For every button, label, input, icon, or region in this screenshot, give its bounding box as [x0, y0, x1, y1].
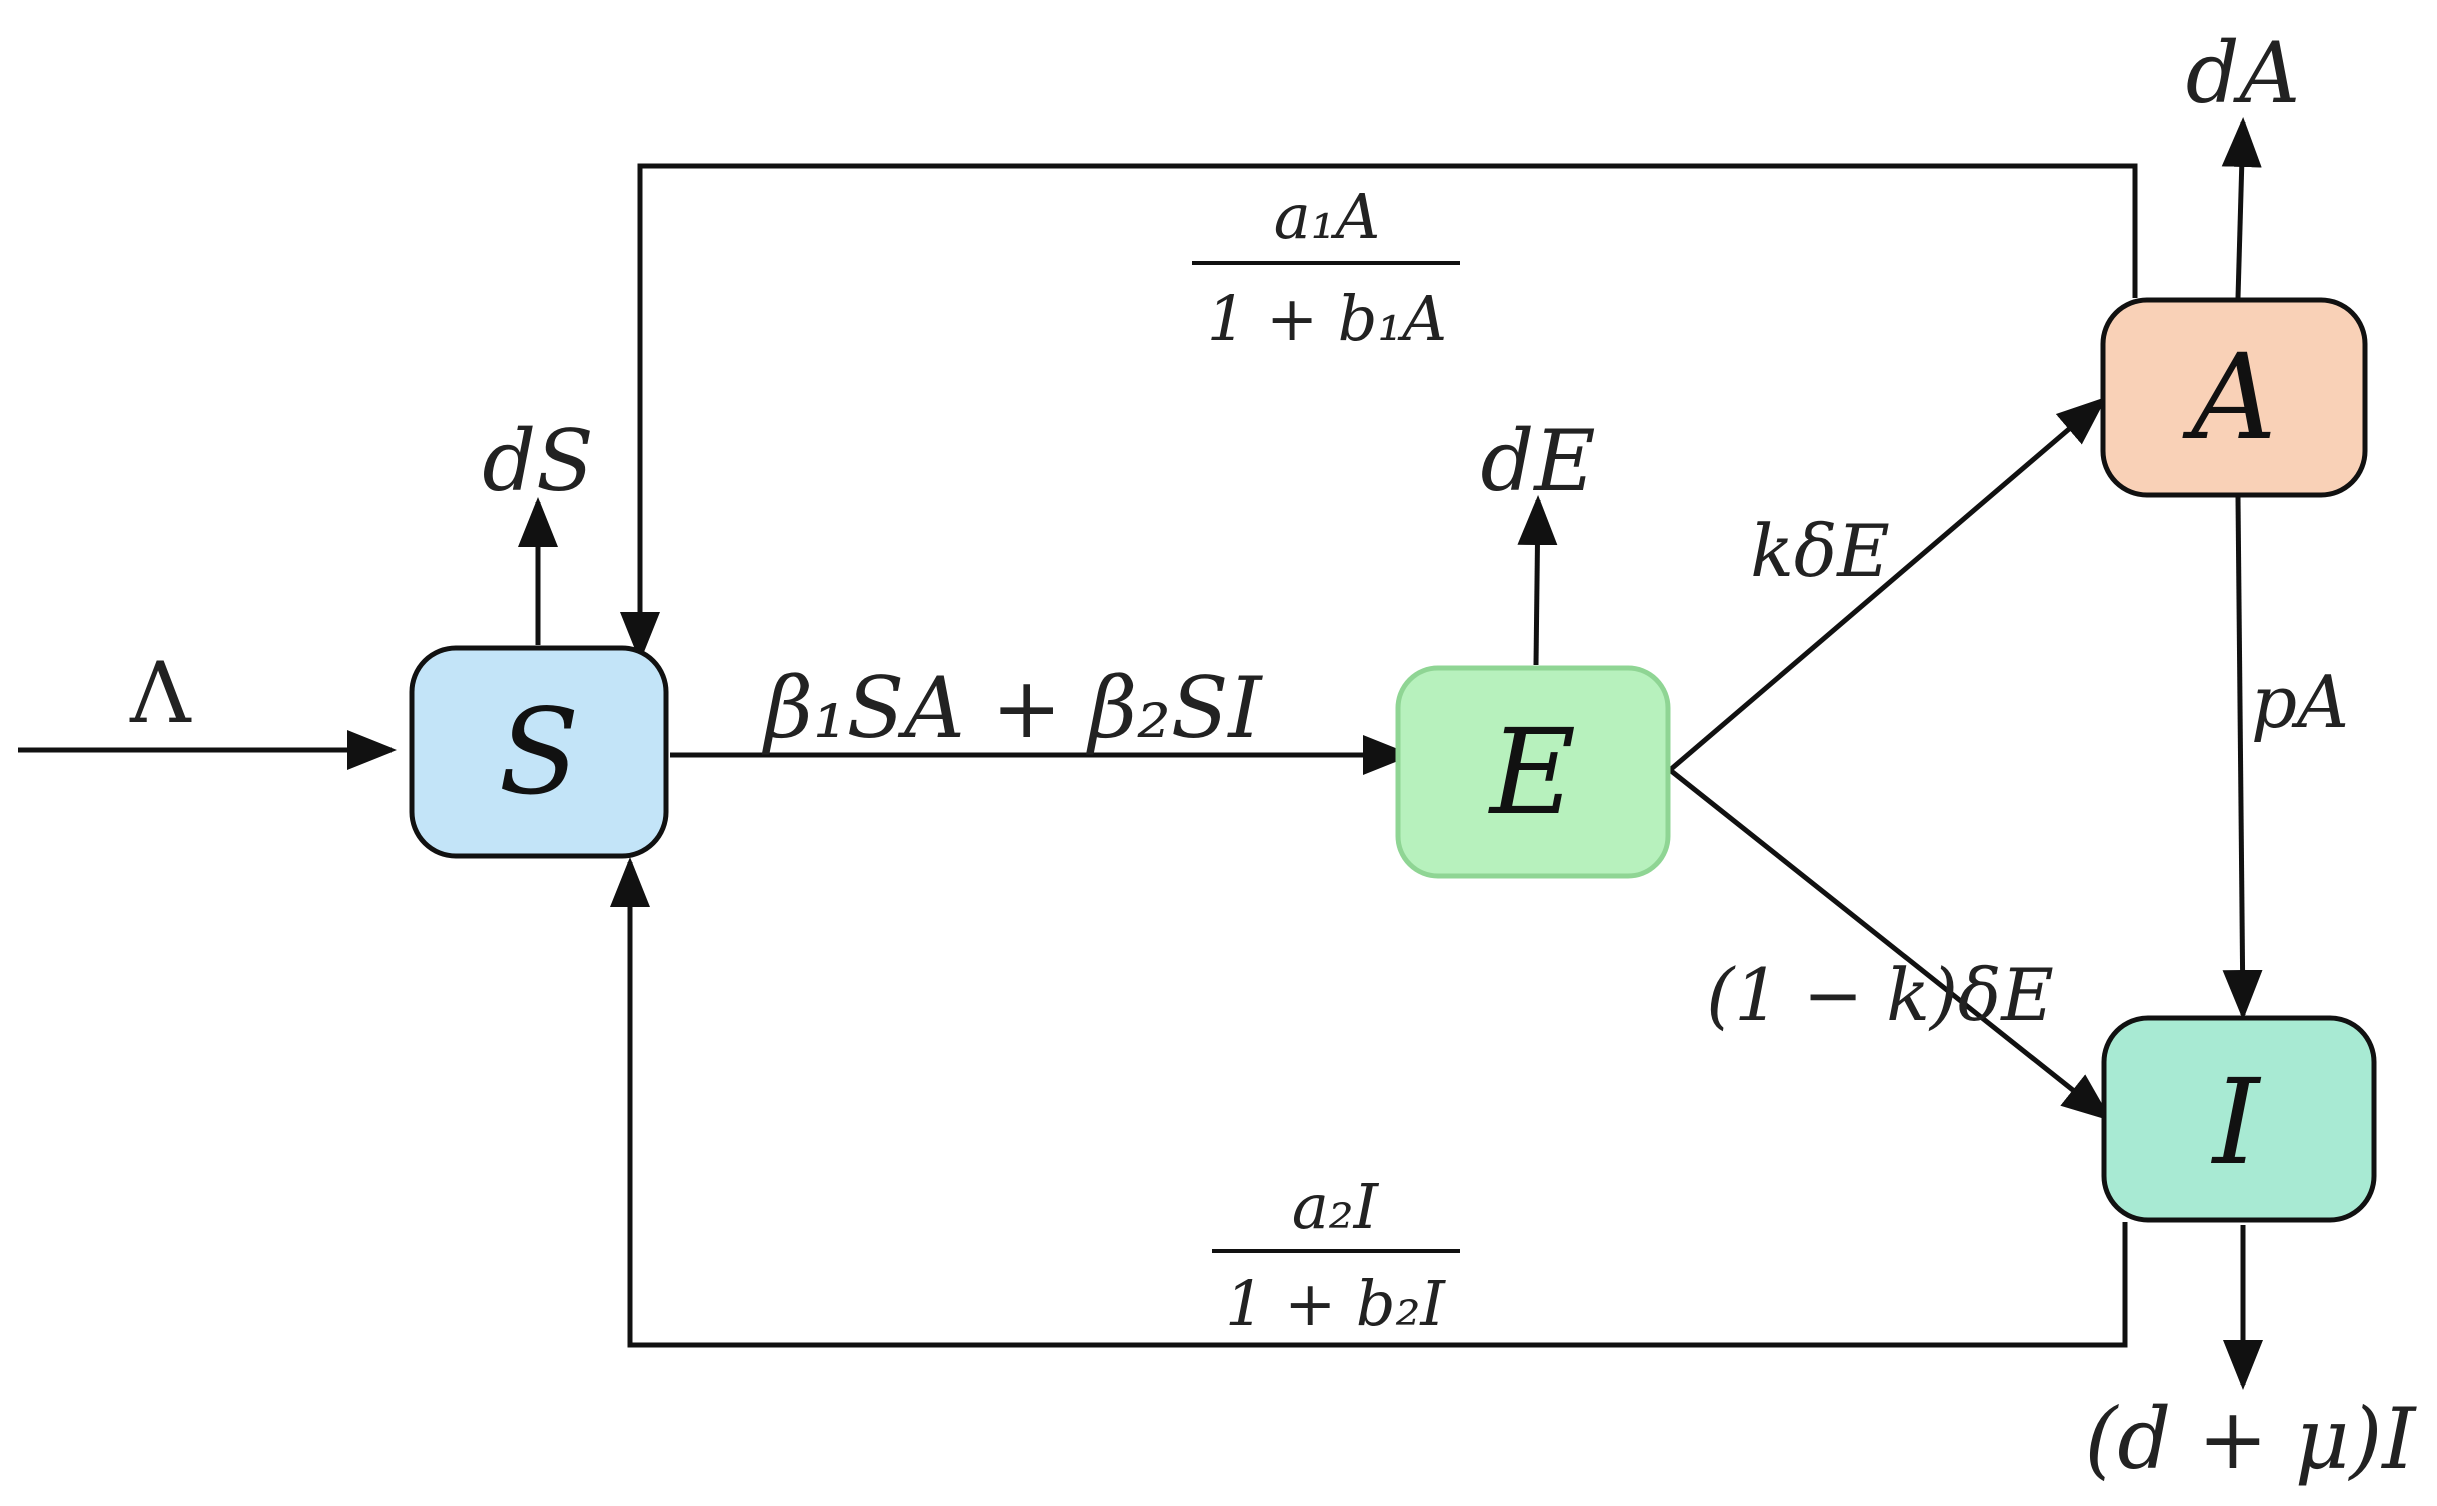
- a-recovery-denominator: 1 + b₁A: [1207, 282, 1447, 355]
- a-to-s-return-arrow: [620, 163, 2138, 662]
- a-to-i-label: pA: [2251, 660, 2349, 744]
- e-to-a-label: kδE: [1750, 509, 1890, 593]
- node-a: A: [2100, 297, 2368, 498]
- infection-label: β₁SA + β₂SI: [761, 659, 1263, 757]
- node-a-label: A: [2182, 328, 2276, 466]
- node-e-label: E: [1488, 703, 1576, 841]
- node-i: I: [2101, 1015, 2377, 1223]
- i-recovery-fraction: a₂I 1 + b₂I: [1212, 1170, 1460, 1340]
- a-recovery-fraction: a₁A 1 + b₁A: [1192, 180, 1460, 355]
- e-death-arrow: [1517, 495, 1558, 666]
- s-death-label: dS: [482, 412, 593, 510]
- e-to-i-label: (1 − k)δE: [1706, 953, 2054, 1037]
- a-death-arrow: [2221, 117, 2262, 299]
- node-s-label: S: [499, 683, 580, 821]
- i-death-label: (d + μ)I: [2085, 1390, 2418, 1488]
- node-e: E: [1395, 665, 1671, 879]
- e-to-i-arrow: [1668, 768, 2112, 1122]
- node-i-label: I: [2211, 1053, 2262, 1191]
- i-to-s-return-arrow: [610, 857, 2128, 1348]
- i-recovery-numerator: a₂I: [1292, 1170, 1380, 1243]
- recruitment-label: Λ: [129, 644, 192, 742]
- a-death-label: dA: [2186, 24, 2300, 122]
- node-s: S: [409, 645, 669, 859]
- a-to-i-arrow: [2222, 496, 2263, 1020]
- e-to-a-arrow: [1668, 396, 2107, 772]
- e-death-label: dE: [1480, 412, 1595, 510]
- a-recovery-numerator: a₁A: [1274, 180, 1381, 253]
- i-recovery-denominator: 1 + b₂I: [1225, 1267, 1446, 1340]
